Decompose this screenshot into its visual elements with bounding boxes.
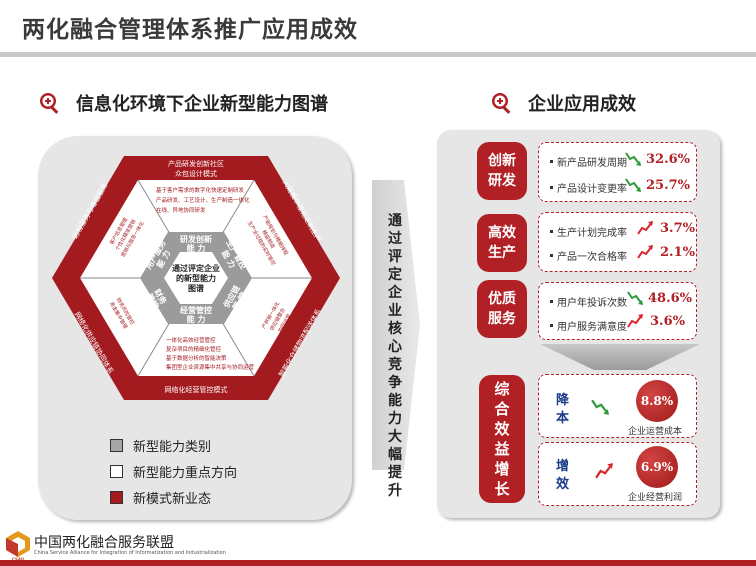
- ops-item-1: 一体化高效经营管控: [166, 336, 216, 344]
- legend-label: 新模式新业态: [133, 492, 212, 507]
- rnd-item-1: 基于客户需求的数字化快速定制研发: [156, 186, 245, 194]
- metric-row: 用户年投诉次数: [550, 294, 627, 309]
- legend-item-direction: 新型能力重点方向: [110, 462, 237, 481]
- top-item-2: 众包设计模式: [175, 169, 217, 178]
- category-ops-2: 能 力: [187, 314, 206, 324]
- center-label-2: 的新型能力: [176, 273, 216, 283]
- center-hexagon: [164, 252, 228, 304]
- rnd-item-3: 在线、异地协同研发: [156, 206, 206, 214]
- legend-item-category: 新型能力类别: [110, 436, 211, 455]
- trend-up-icon: [627, 314, 643, 328]
- trend-up-icon: [637, 245, 653, 259]
- overall-profit-title: 增效: [556, 459, 570, 492]
- category-overall-benefit: 综合效益增长: [479, 375, 525, 503]
- magnifier-plus-icon: [40, 93, 59, 114]
- cost-value-circle: 8.8%: [636, 380, 678, 422]
- category-quality-service: 优质服务: [477, 280, 527, 338]
- footer-bar: [0, 560, 756, 566]
- metric-value: 32.6%: [646, 152, 691, 167]
- metrics-box-service: [538, 282, 697, 340]
- ops-item-4: 集团型企业资源集中共享与协同运营: [166, 363, 255, 371]
- center-label-3: 图谱: [188, 283, 204, 293]
- right-section-title: 企业应用成效: [528, 94, 636, 115]
- metric-row: 用户服务满意度: [550, 318, 627, 333]
- trend-down-icon: [625, 152, 641, 166]
- magnifier-plus-icon: [492, 93, 511, 114]
- trend-down-icon: [625, 178, 641, 192]
- rnd-item-2: 产品研发、工艺设计、生产制造一体化: [156, 196, 250, 204]
- trend-up-icon: [595, 463, 613, 479]
- category-efficient-production: 高效生产: [477, 214, 527, 272]
- metrics-box-innovation: [538, 142, 697, 202]
- page-title: 两化融合管理体系推广应用成效: [22, 17, 358, 43]
- left-section-heading: 信息化环境下企业新型能力图谱: [38, 90, 328, 116]
- ops-item-3: 基于数据分析的智能决策: [166, 354, 227, 362]
- right-section-heading: 企业应用成效: [490, 90, 636, 116]
- metric-value: 25.7%: [646, 178, 691, 193]
- legend-label: 新型能力类别: [133, 440, 212, 455]
- metric-row: 产品一次合格率: [550, 248, 627, 263]
- center-label-1: 通过评定企业: [172, 263, 220, 273]
- legend-item-new-mode: 新模式新业态: [110, 488, 211, 507]
- org-name: 中国两化融合服务联盟: [34, 535, 174, 551]
- right-arrow-icon: [372, 180, 420, 470]
- trend-up-icon: [637, 221, 653, 235]
- metric-value: 2.1%: [660, 245, 695, 260]
- metrics-box-production: [538, 212, 697, 272]
- left-section-title: 信息化环境下企业新型能力图谱: [76, 94, 328, 115]
- top-item-1: 产品研发创新社区: [168, 159, 224, 168]
- metric-value: 3.7%: [660, 221, 695, 236]
- bottom-item: 网络化经营管控模式: [165, 385, 228, 394]
- title-divider: [0, 52, 756, 57]
- legend-swatch-white: [110, 465, 123, 478]
- logo-text: CSAII: [12, 557, 24, 562]
- category-rnd-2: 能 力: [187, 243, 206, 253]
- legend-label: 新型能力重点方向: [133, 466, 238, 481]
- profit-label: 企业经营利润: [628, 493, 683, 503]
- trend-down-icon: [627, 291, 643, 305]
- cost-label: 企业运营成本: [628, 427, 683, 437]
- trend-down-icon: [591, 399, 609, 415]
- profit-value-circle: 6.9%: [636, 446, 678, 488]
- category-ops-1: 经营管控: [180, 305, 212, 315]
- metric-row: 生产计划完成率: [550, 224, 627, 239]
- ops-item-2: 复杂项目的精细化管控: [166, 345, 222, 353]
- legend-swatch-gray: [110, 439, 123, 452]
- overall-cost-title: 降本: [556, 393, 570, 426]
- org-english-name: China Service Alliance for Integration o…: [34, 550, 226, 556]
- metric-value: 48.6%: [648, 291, 693, 306]
- csaii-logo-icon: CSAII: [6, 531, 30, 562]
- middle-statement: 通过评定企业核心竞争能力大幅提升: [388, 213, 402, 499]
- category-innovation-rnd: 创新研发: [477, 142, 527, 200]
- legend-swatch-red: [110, 491, 123, 504]
- funnel-arrow-icon: [540, 344, 700, 370]
- metric-row: 新产品研发周期: [550, 154, 627, 169]
- category-rnd-1: 研发创新: [180, 234, 212, 244]
- capability-hexagon: 通过评定企业 的新型能力 图谱 研发创新 能 力 经营管控 能 力 生产管控 能…: [52, 156, 340, 400]
- metric-row: 产品设计变更率: [550, 180, 627, 195]
- metric-value: 3.6%: [650, 314, 685, 329]
